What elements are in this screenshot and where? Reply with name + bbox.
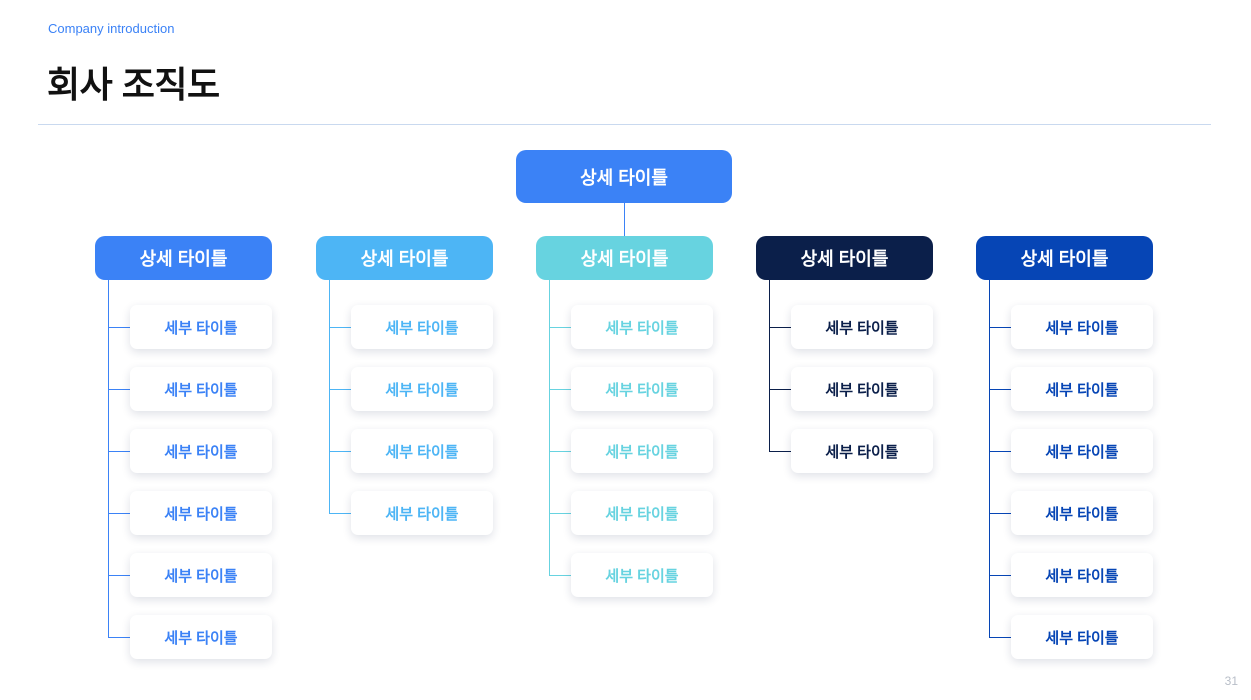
item-connector-line — [329, 451, 351, 452]
department-head-box: 상세 타이틀 — [95, 236, 272, 280]
sub-item: 세부 타이틀 — [108, 553, 272, 597]
sub-item-card: 세부 타이틀 — [351, 305, 493, 349]
section-subtitle: Company introduction — [48, 21, 175, 36]
item-connector-line — [549, 327, 571, 328]
sub-item: 세부 타이틀 — [108, 305, 272, 349]
sub-item-card: 세부 타이틀 — [130, 615, 272, 659]
item-connector-line — [108, 575, 130, 576]
sub-item: 세부 타이틀 — [549, 491, 713, 535]
sub-item-card: 세부 타이틀 — [130, 553, 272, 597]
sub-item-card: 세부 타이틀 — [351, 429, 493, 473]
sub-item-card: 세부 타이틀 — [791, 367, 933, 411]
page-number: 31 — [1224, 674, 1238, 688]
sub-item-card: 세부 타이틀 — [1011, 367, 1153, 411]
department-head-box: 상세 타이틀 — [536, 236, 713, 280]
item-connector-line — [108, 637, 130, 638]
org-root-box: 상세 타이틀 — [516, 150, 732, 203]
page-title: 회사 조직도 — [47, 64, 220, 105]
item-connector-line — [329, 327, 351, 328]
sub-item-card: 세부 타이틀 — [571, 553, 713, 597]
sub-item: 세부 타이틀 — [989, 429, 1153, 473]
department-head-box: 상세 타이틀 — [316, 236, 493, 280]
title-divider — [38, 124, 1211, 125]
item-connector-line — [108, 451, 130, 452]
sub-item-card: 세부 타이틀 — [1011, 615, 1153, 659]
item-connector-line — [769, 327, 791, 328]
sub-item: 세부 타이틀 — [989, 553, 1153, 597]
sub-item: 세부 타이틀 — [329, 491, 493, 535]
department-head-box: 상세 타이틀 — [976, 236, 1153, 280]
sub-item: 세부 타이틀 — [108, 491, 272, 535]
sub-item-card: 세부 타이틀 — [571, 429, 713, 473]
sub-item-card: 세부 타이틀 — [1011, 553, 1153, 597]
sub-item: 세부 타이틀 — [769, 367, 933, 411]
item-connector-line — [329, 389, 351, 390]
sub-item: 세부 타이틀 — [549, 367, 713, 411]
sub-item-card: 세부 타이틀 — [130, 305, 272, 349]
item-connector-line — [549, 513, 571, 514]
sub-item-card: 세부 타이틀 — [1011, 491, 1153, 535]
sub-item: 세부 타이틀 — [769, 305, 933, 349]
item-connector-line — [989, 575, 1011, 576]
item-connector-line — [989, 327, 1011, 328]
department-tree-line — [769, 280, 770, 451]
department-tree-line — [329, 280, 330, 513]
sub-item: 세부 타이틀 — [549, 429, 713, 473]
item-connector-line — [989, 451, 1011, 452]
sub-item-card: 세부 타이틀 — [351, 491, 493, 535]
item-connector-line — [989, 637, 1011, 638]
sub-item: 세부 타이틀 — [108, 429, 272, 473]
sub-item-card: 세부 타이틀 — [351, 367, 493, 411]
sub-item-card: 세부 타이틀 — [130, 491, 272, 535]
sub-item-card: 세부 타이틀 — [130, 429, 272, 473]
sub-item-card: 세부 타이틀 — [130, 367, 272, 411]
sub-item-card: 세부 타이틀 — [1011, 305, 1153, 349]
item-connector-line — [769, 389, 791, 390]
sub-item-card: 세부 타이틀 — [571, 491, 713, 535]
sub-item-card: 세부 타이틀 — [791, 429, 933, 473]
department-head-box: 상세 타이틀 — [756, 236, 933, 280]
sub-item: 세부 타이틀 — [769, 429, 933, 473]
sub-item: 세부 타이틀 — [989, 491, 1153, 535]
item-connector-line — [989, 389, 1011, 390]
sub-item: 세부 타이틀 — [329, 429, 493, 473]
sub-item: 세부 타이틀 — [329, 305, 493, 349]
item-connector-line — [108, 513, 130, 514]
sub-item: 세부 타이틀 — [108, 367, 272, 411]
sub-item-card: 세부 타이틀 — [571, 305, 713, 349]
sub-item-card: 세부 타이틀 — [571, 367, 713, 411]
sub-item: 세부 타이틀 — [329, 367, 493, 411]
sub-item-card: 세부 타이틀 — [1011, 429, 1153, 473]
item-connector-line — [989, 513, 1011, 514]
item-connector-line — [108, 389, 130, 390]
sub-item: 세부 타이틀 — [989, 615, 1153, 659]
sub-item-card: 세부 타이틀 — [791, 305, 933, 349]
department-tree-line — [989, 280, 990, 637]
item-connector-line — [329, 513, 351, 514]
sub-item: 세부 타이틀 — [989, 367, 1153, 411]
department-tree-line — [549, 280, 550, 575]
sub-item: 세부 타이틀 — [549, 553, 713, 597]
item-connector-line — [549, 389, 571, 390]
sub-item: 세부 타이틀 — [989, 305, 1153, 349]
item-connector-line — [549, 575, 571, 576]
sub-item: 세부 타이틀 — [108, 615, 272, 659]
root-connector-line — [624, 203, 625, 236]
sub-item: 세부 타이틀 — [549, 305, 713, 349]
item-connector-line — [769, 451, 791, 452]
department-tree-line — [108, 280, 109, 637]
item-connector-line — [108, 327, 130, 328]
item-connector-line — [549, 451, 571, 452]
